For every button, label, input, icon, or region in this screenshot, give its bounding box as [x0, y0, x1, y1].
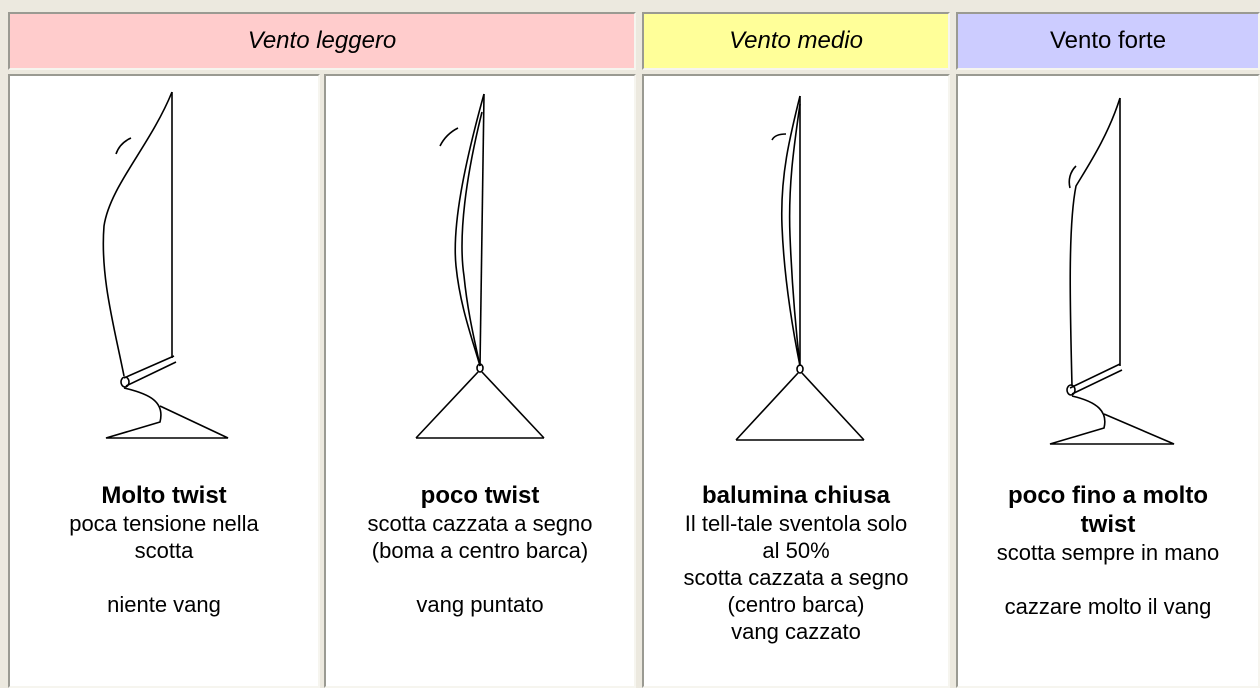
column-title: balumina chiusa [701, 482, 891, 509]
header-medium-wind-label: Vento medio [729, 27, 863, 54]
column-text: (boma a centro barca) [371, 538, 589, 563]
header-strong-wind-label: Vento forte [1049, 27, 1167, 54]
column-text: scotta [134, 538, 194, 563]
sail-diagram-poco-fino-molto-twist [1049, 97, 1175, 445]
sail-diagram-molto-twist [102, 91, 229, 439]
header-light-wind-label: Vento leggero [247, 27, 397, 54]
column-poco-twist: poco twist scotta cazzata a segno (boma … [324, 74, 636, 688]
column-text: niente vang [107, 592, 221, 617]
column-title: poco fino a molto [1008, 482, 1208, 509]
column-text: vang cazzato [731, 619, 861, 644]
column-title: twist [1080, 511, 1136, 538]
column-text: scotta sempre in mano [996, 540, 1220, 565]
column-text: (centro barca) [727, 592, 865, 617]
column-title: poco twist [420, 482, 540, 509]
column-text: poca tensione nella [69, 511, 259, 536]
header-strong-wind: Vento forte [956, 12, 1260, 70]
header-light-wind: Vento leggero [8, 12, 636, 70]
column-poco-fino-molto-twist: poco fino a molto twist scotta sempre in… [956, 74, 1260, 688]
header-medium-wind: Vento medio [642, 12, 950, 70]
column-text: scotta cazzata a segno [367, 511, 593, 536]
column-text: Il tell-tale sventola solo [684, 511, 908, 536]
column-title: Molto twist [101, 482, 227, 509]
column-text: cazzare molto il vang [1004, 594, 1212, 619]
column-text: scotta cazzata a segno [683, 565, 909, 590]
column-text: al 50% [762, 538, 830, 563]
column-molto-twist: Molto twist poca tensione nella scotta n… [8, 74, 320, 688]
column-text: vang puntato [416, 592, 544, 617]
sail-diagram-balumina-chiusa [735, 95, 865, 441]
sail-diagram-poco-twist [415, 93, 545, 439]
column-balumina-chiusa: balumina chiusa Il tell-tale sventola so… [642, 74, 950, 688]
